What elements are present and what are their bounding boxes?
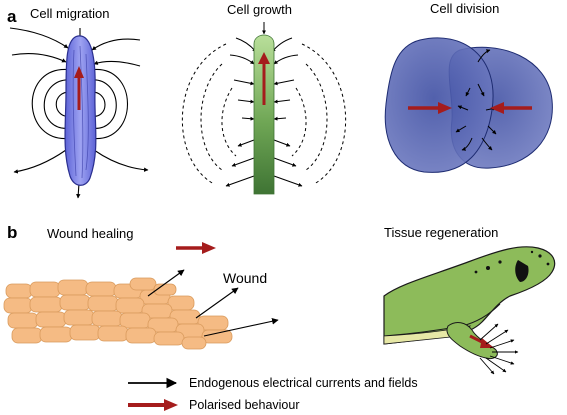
growth-polarised-arrow-head xyxy=(258,52,270,64)
wound-current-arrows xyxy=(147,269,279,337)
division-field-lines xyxy=(455,49,497,151)
growth-dashed-lines xyxy=(181,43,347,185)
growing-cell xyxy=(253,34,275,195)
division-polarised-arrows xyxy=(408,102,532,114)
cell-growth-title: Cell growth xyxy=(227,2,292,17)
tissue-regeneration-title: Tissue regeneration xyxy=(384,225,498,240)
migration-polarised-arrow-head xyxy=(74,66,84,78)
dividing-cell xyxy=(384,37,553,173)
wound-healing-title: Wound healing xyxy=(47,226,134,241)
migrating-cell xyxy=(64,35,97,186)
legend-polarised-arrow-head xyxy=(164,399,178,411)
panel-a-letter: a xyxy=(7,7,17,26)
wound-label: Wound xyxy=(223,270,267,286)
legend-currents-label: Endogenous electrical currents and field… xyxy=(189,376,418,390)
cell-migration-title: Cell migration xyxy=(30,6,109,21)
cell-division-title: Cell division xyxy=(430,1,499,16)
wound-tissue xyxy=(3,277,233,350)
legend: Endogenous electrical currents and field… xyxy=(128,376,418,412)
panel-b-letter: b xyxy=(7,223,17,242)
wound-polarised-arrow xyxy=(176,242,216,254)
regeneration-current-arrows xyxy=(479,323,519,375)
growth-field-lines xyxy=(225,22,303,187)
legend-polarised-label: Polarised behaviour xyxy=(189,398,300,412)
salamander xyxy=(383,246,556,359)
